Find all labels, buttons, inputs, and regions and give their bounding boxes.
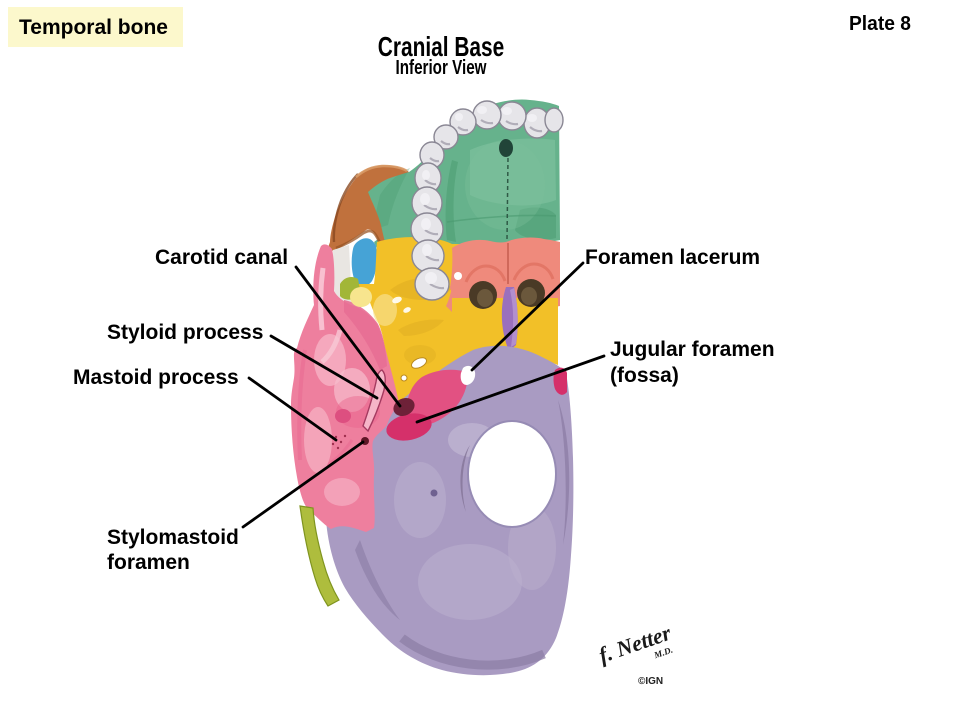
svg-text:©IGN: ©IGN xyxy=(638,676,663,687)
svg-text:f. Netter: f. Netter xyxy=(595,620,674,668)
